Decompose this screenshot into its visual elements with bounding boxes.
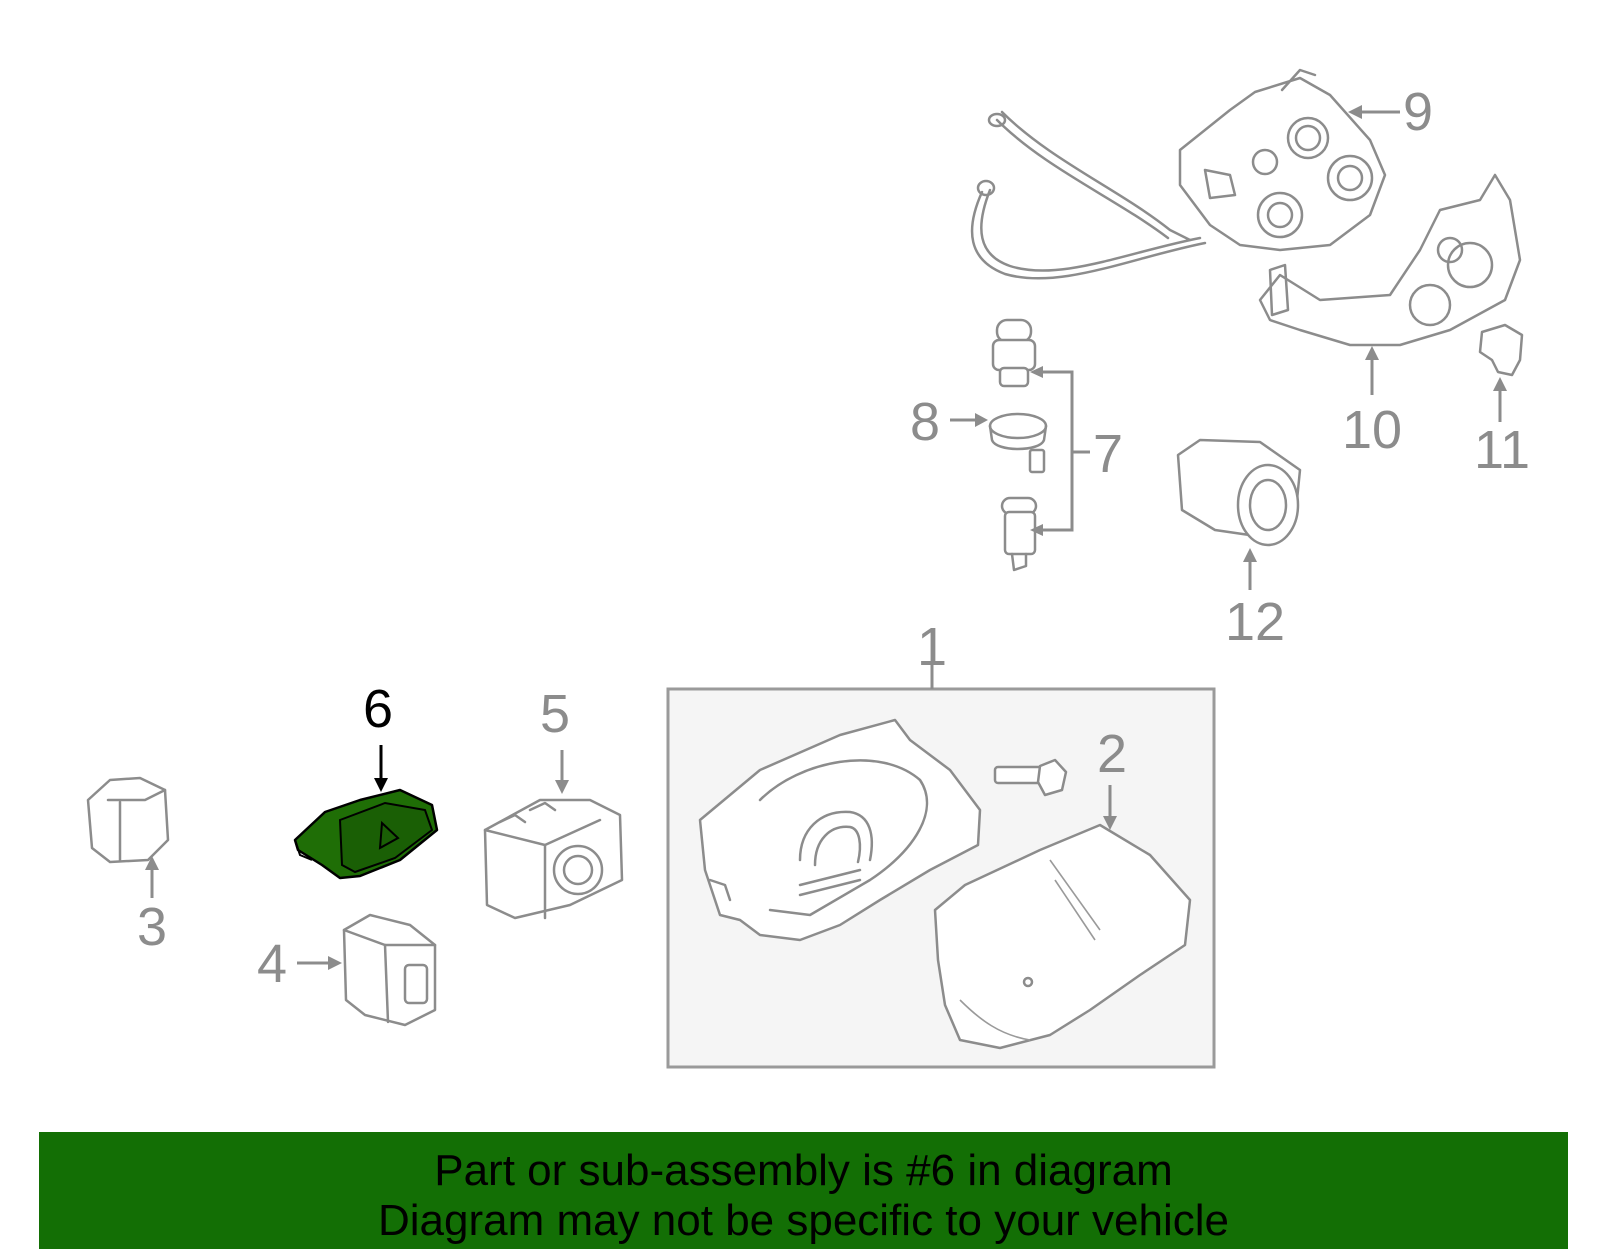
part-3-switch[interactable] (86, 776, 170, 864)
cluster-screw[interactable] (993, 758, 1068, 797)
leader-9-arrow (1348, 105, 1362, 119)
part-12-round-socket[interactable] (1176, 438, 1302, 547)
part-4-switch[interactable] (342, 913, 437, 1027)
callout-7: 7 (1093, 424, 1123, 484)
leader-2-arrow (1103, 816, 1117, 830)
parts-diagram: 1 2 3 4 5 6 7 8 9 10 11 12 (86, 68, 1530, 1069)
banner-line-1: Part or sub-assembly is #6 in diagram (434, 1146, 1173, 1195)
leader-3-arrow (145, 856, 159, 870)
callout-11: 11 (1474, 420, 1530, 480)
leader-7-arrow-b (1030, 524, 1043, 536)
leader-12-arrow (1243, 548, 1257, 562)
callout-8: 8 (910, 392, 940, 452)
part-6-hazard-switch[interactable] (293, 788, 439, 880)
callout-4: 4 (257, 934, 287, 994)
part-1-cluster-housing[interactable] (698, 718, 982, 942)
callout-1: 1 (917, 617, 947, 677)
banner-line-2: Diagram may not be specific to your vehi… (377, 1196, 1230, 1245)
callout-5: 5 (540, 684, 570, 744)
callout-10: 10 (1342, 400, 1402, 460)
callout-9: 9 (1403, 82, 1433, 142)
part-8-outlet-socket[interactable] (988, 412, 1048, 474)
leader-5-arrow (555, 780, 569, 794)
leader-6-arrow (374, 778, 388, 792)
notice-banner: Part or sub-assembly is #6 in diagram Di… (39, 1132, 1568, 1249)
part-9-climate-control-unit[interactable] (970, 68, 1387, 280)
part-2-cluster-lens[interactable] (933, 823, 1192, 1050)
leader-4-arrow (328, 956, 342, 970)
leader-10-arrow (1365, 346, 1379, 360)
part-5-switch-module[interactable] (483, 798, 624, 920)
part-7-power-outlet[interactable] (991, 318, 1038, 572)
part-10-bezel[interactable] (1258, 173, 1522, 347)
leader-11-arrow (1493, 377, 1507, 391)
leader-7-arrow-a (1030, 366, 1043, 378)
callout-3: 3 (137, 897, 167, 957)
part-11-knob[interactable] (1478, 323, 1524, 377)
callout-6: 6 (363, 679, 393, 739)
callout-12: 12 (1225, 592, 1285, 652)
leader-8-arrow (975, 413, 988, 427)
callout-2: 2 (1097, 724, 1127, 784)
